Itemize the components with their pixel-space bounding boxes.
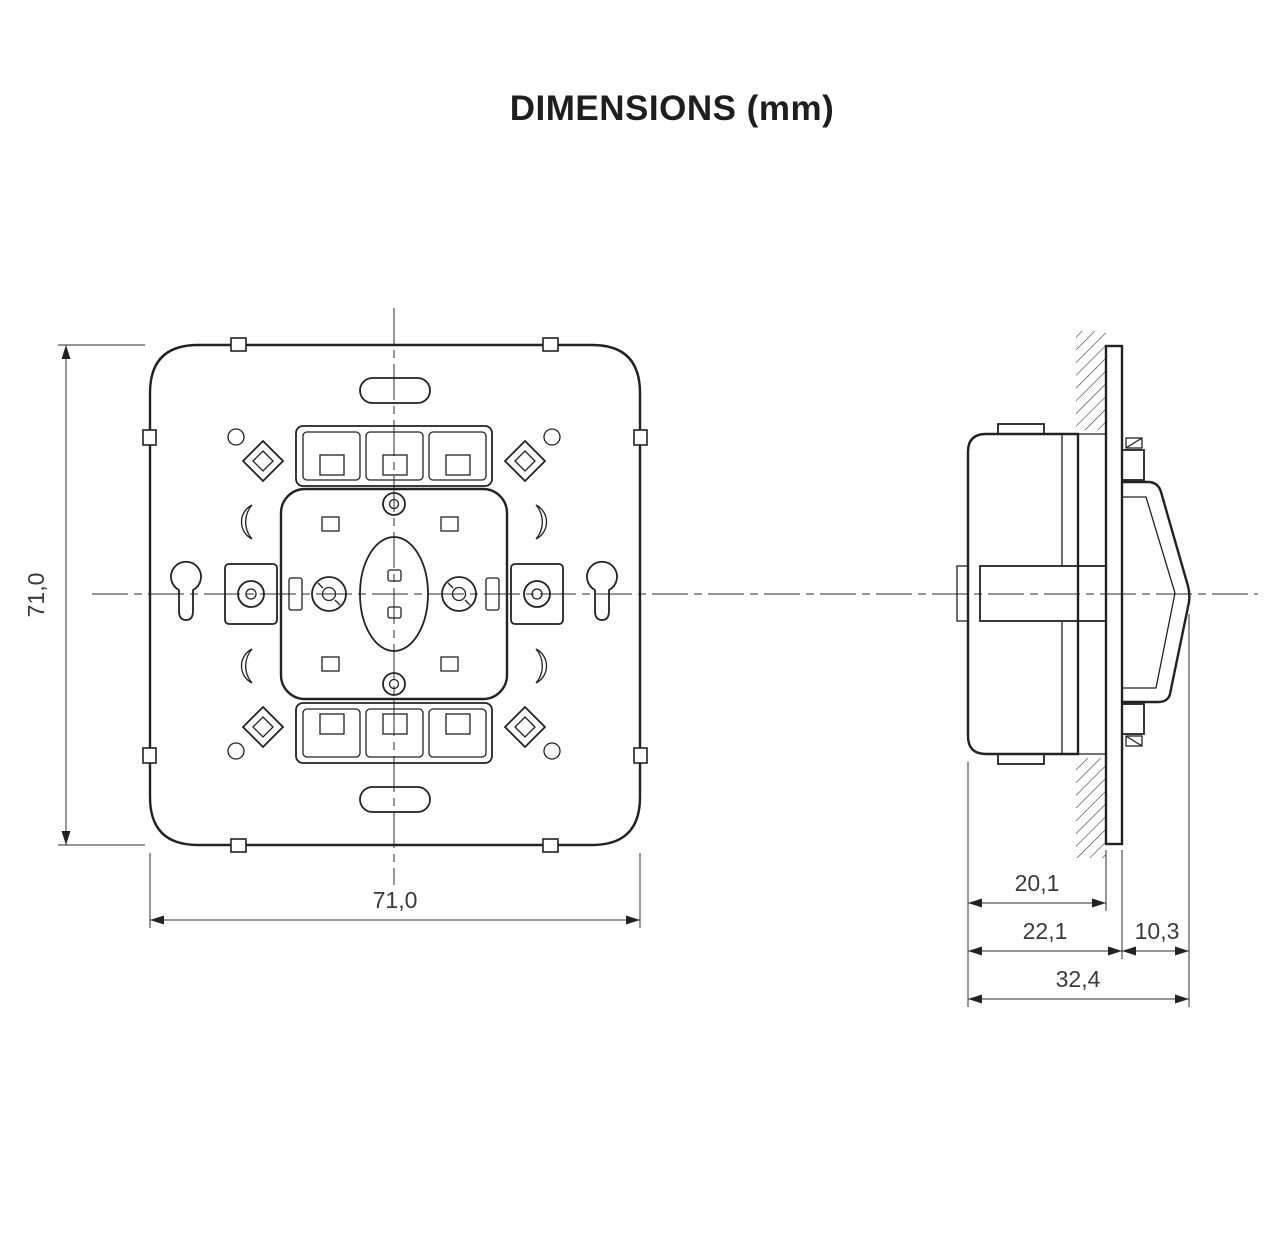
corner-holes [227,428,561,760]
mechanism-depth-label: 22,1 [1023,918,1068,944]
front-height-label: 71,0 [23,573,49,618]
plaster-claws [240,504,548,684]
central-module [279,487,509,701]
total-depth-dimension: 32,4 [968,966,1189,1004]
wall-hatch-top [1076,331,1106,430]
page-title: DIMENSIONS (mm) [510,89,834,128]
support-frame-plate [1104,344,1124,846]
bottom-terminal-strip [295,702,493,764]
centerlines [92,308,1258,885]
protrusion-dimension: 10,3 [1122,918,1189,956]
total-depth-label: 32,4 [1056,966,1101,992]
bottom-slot [359,786,431,813]
top-slot [359,377,431,404]
side-dimensions: 20,1 22,1 10,3 32,4 [967,614,1190,1007]
front-view [142,337,648,853]
fixing-screws [382,492,406,696]
module-windows [321,516,459,672]
plate-edge-tabs [142,337,648,853]
terminal-screws [288,576,500,612]
top-terminal-strip [295,425,493,487]
mechanism-body [956,423,1107,765]
keyhole-slots [170,560,618,621]
diamond-clips [241,439,547,749]
recess-depth-label: 20,1 [1015,870,1060,896]
side-view [956,331,1191,858]
wall-hatch-bottom [1076,758,1106,858]
mechanism-depth-dimension: 22,1 [968,918,1122,956]
rocker-profile [1121,437,1191,747]
front-height-dimension: 71,0 [23,344,145,846]
central-actuator [359,536,429,652]
claw-screw-housings [224,563,564,625]
front-width-dimension: 71,0 [149,853,641,928]
front-width-label: 71,0 [373,887,418,913]
recess-depth-dimension: 20,1 [968,870,1106,908]
mounting-plate-outline [148,343,642,847]
protrusion-label: 10,3 [1135,918,1180,944]
